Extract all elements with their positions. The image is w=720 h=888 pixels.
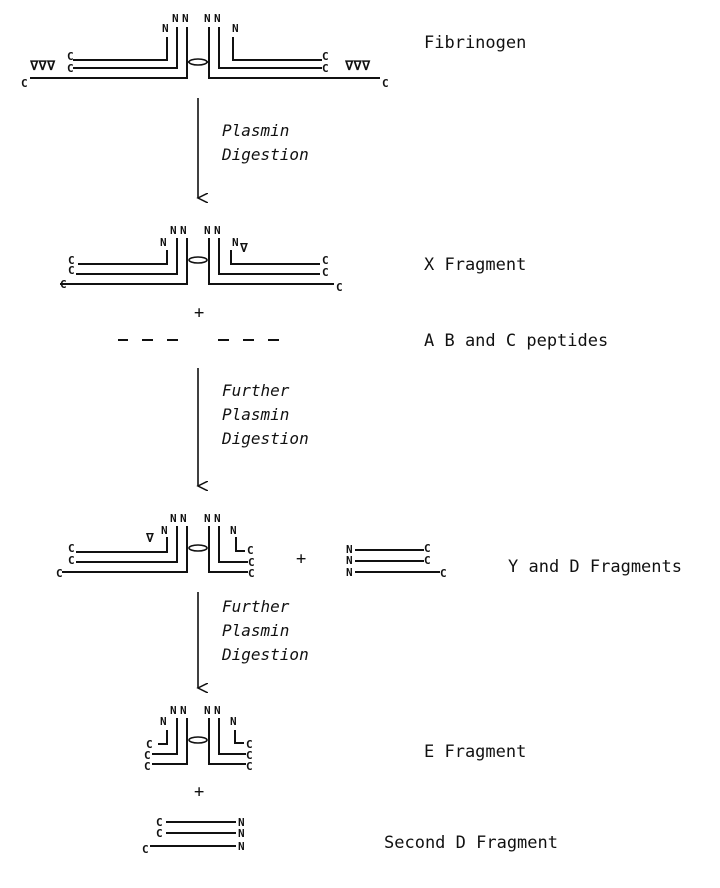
x-fragment-label: X Fragment xyxy=(424,255,526,275)
n-terminus-label: N xyxy=(170,704,177,717)
peptides-label: A B and C peptides xyxy=(424,331,608,351)
c-terminus-label: C xyxy=(142,843,149,856)
n-terminus-label: N xyxy=(346,543,353,556)
c-terminus-label: C xyxy=(440,567,447,580)
n-terminus-label: N xyxy=(172,12,179,25)
n-terminus-label: N xyxy=(204,224,211,237)
c-terminus-label: C xyxy=(21,77,28,90)
n-terminus-label: N xyxy=(180,224,187,237)
c-terminus-label: C xyxy=(68,542,75,555)
c-terminus-label: C xyxy=(144,749,151,762)
c-terminus-label: C xyxy=(146,738,153,751)
cleavage-site-icons: ∇∇∇ xyxy=(29,58,56,74)
c-terminus-label: C xyxy=(246,760,253,773)
n-terminus-label: N xyxy=(180,512,187,525)
c-terminus-label: C xyxy=(56,567,63,580)
n-terminus-label: N xyxy=(232,22,239,35)
n-terminus-label: N xyxy=(232,236,239,249)
n-terminus-label: N xyxy=(180,704,187,717)
d-fragment-molecule: N N N C C C xyxy=(346,542,447,580)
plus-sign: + xyxy=(194,782,204,802)
n-terminus-label: N xyxy=(346,566,353,579)
n-terminus-label: N xyxy=(204,12,211,25)
step-label: Digestion xyxy=(221,145,309,164)
c-terminus-label: C xyxy=(322,62,329,75)
n-terminus-label: N xyxy=(170,512,177,525)
c-terminus-label: C xyxy=(156,827,163,840)
plus-sign: + xyxy=(296,549,306,569)
n-terminus-label: N xyxy=(160,715,167,728)
second-d-fragment-molecule: C C C N N N xyxy=(142,816,245,856)
n-terminus-label: N xyxy=(238,840,245,853)
c-terminus-label: C xyxy=(68,264,75,277)
n-terminus-label: N xyxy=(230,524,237,537)
n-terminus-label: N xyxy=(214,704,221,717)
c-terminus-label: C xyxy=(144,760,151,773)
x-fragment-molecule: N N N N N N ∇ C C C C C C xyxy=(60,224,343,294)
c-terminus-label: C xyxy=(322,50,329,63)
n-terminus-label: N xyxy=(160,236,167,249)
plus-sign: + xyxy=(194,303,204,323)
cleavage-site-icons: ∇∇∇ xyxy=(344,58,371,74)
c-terminus-label: C xyxy=(67,50,74,63)
y-d-fragments-label: Y and D Fragments xyxy=(508,557,682,577)
step-label: Further xyxy=(222,597,290,616)
c-terminus-label: C xyxy=(68,554,75,567)
c-terminus-label: C xyxy=(67,62,74,75)
step-label: Plasmin xyxy=(222,621,289,640)
c-terminus-label: C xyxy=(248,567,255,580)
n-terminus-label: N xyxy=(214,512,221,525)
c-terminus-label: C xyxy=(246,749,253,762)
c-terminus-label: C xyxy=(247,544,254,557)
cleavage-site-icon: ∇ xyxy=(239,241,248,256)
c-terminus-label: C xyxy=(60,278,67,291)
y-fragment-molecule: N N N N N N ∇ C C C C C C xyxy=(56,512,255,580)
n-terminus-label: N xyxy=(238,827,245,840)
c-terminus-label: C xyxy=(382,77,389,90)
fibrinogen-label: Fibrinogen xyxy=(424,33,526,53)
c-terminus-label: C xyxy=(68,254,75,267)
cleavage-site-icon: ∇ xyxy=(145,531,154,546)
n-terminus-label: N xyxy=(182,12,189,25)
step-label: Plasmin xyxy=(222,121,289,140)
n-terminus-label: N xyxy=(162,22,169,35)
step-label: Digestion xyxy=(221,429,309,448)
c-terminus-label: C xyxy=(424,554,431,567)
second-d-fragment-label: Second D Fragment xyxy=(384,833,558,853)
n-terminus-label: N xyxy=(238,816,245,829)
step-label: Plasmin xyxy=(222,405,289,424)
n-terminus-label: N xyxy=(230,715,237,728)
c-terminus-label: C xyxy=(322,254,329,267)
c-terminus-label: C xyxy=(248,556,255,569)
n-terminus-label: N xyxy=(346,554,353,567)
c-terminus-label: C xyxy=(322,266,329,279)
n-terminus-label: N xyxy=(204,704,211,717)
step-label: Further xyxy=(222,381,290,400)
e-fragment-molecule: N N N N N N C C C C C C xyxy=(144,704,253,773)
c-terminus-label: C xyxy=(246,738,253,751)
n-terminus-label: N xyxy=(214,224,221,237)
n-terminus-label: N xyxy=(161,524,168,537)
n-terminus-label: N xyxy=(170,224,177,237)
step-label: Digestion xyxy=(221,645,309,664)
c-terminus-label: C xyxy=(424,542,431,555)
n-terminus-label: N xyxy=(214,12,221,25)
c-terminus-label: C xyxy=(336,281,343,294)
c-terminus-label: C xyxy=(156,816,163,829)
n-terminus-label: N xyxy=(204,512,211,525)
e-fragment-label: E Fragment xyxy=(424,742,526,762)
fibrinogen-molecule: N N N N N N C C C C C C ∇∇∇ ∇∇∇ xyxy=(21,12,389,90)
